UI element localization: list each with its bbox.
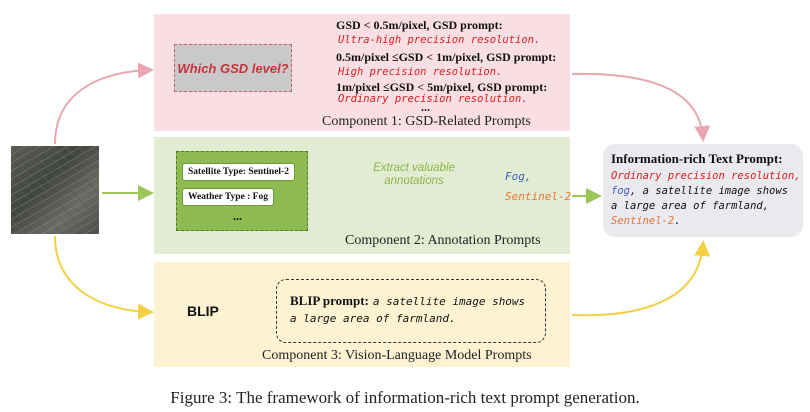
information-rich-prompt-box: Information-rich Text Prompt: Ordinary p…: [603, 144, 803, 237]
result-line-4: Sentinel-2.: [611, 215, 795, 227]
result-line-3: a large area of farmland,: [611, 200, 770, 212]
annotation-output-sentinel: Sentinel-2: [505, 190, 572, 203]
result-fog: fog: [611, 185, 630, 197]
arrow-c3-to-result: [571, 240, 711, 317]
extract-annotations-label: Extract valuable annotations: [373, 162, 455, 187]
result-line-1: Ordinary precision resolution,: [611, 170, 801, 182]
gsd-prompt-2: High precision resolution.: [338, 66, 503, 78]
blip-prompt-box: [276, 279, 546, 343]
blip-model-label: BLIP: [187, 303, 219, 319]
gsd-prompt-1: Ultra-high precision resolution.: [338, 34, 541, 46]
gsd-condition-1: GSD < 0.5m/pixel, GSD prompt:: [336, 18, 503, 32]
blip-prompt-text-2: a large area of farmland.: [290, 312, 456, 325]
annotation-weather-type: Weather Type : Fog: [182, 188, 274, 206]
gsd-condition-2: 0.5m/pixel ≤GSD < 1m/pixel, GSD prompt:: [336, 50, 557, 64]
figure-caption: Figure 3: The framework of information-r…: [170, 388, 640, 407]
blip-prompt-line-1: BLIP prompt: a satellite image shows: [290, 292, 525, 310]
component-1-title: Component 1: GSD-Related Prompts: [322, 114, 531, 129]
result-line-2-rest: , a satellite image shows: [629, 185, 789, 197]
arrow-image-to-c1: [54, 62, 154, 145]
gsd-question-label: Which GSD level?: [177, 60, 289, 76]
gsd-question-box: Which GSD level?: [174, 44, 292, 92]
blip-prompt-head: BLIP prompt:: [290, 293, 369, 308]
component-2-title: Component 2: Annotation Prompts: [345, 233, 541, 248]
result-line-2: fog, a satellite image shows: [611, 185, 795, 197]
gsd-ellipsis: ...: [421, 100, 430, 114]
result-title: Information-rich Text Prompt:: [611, 151, 783, 166]
result-end: .: [674, 215, 681, 227]
gsd-condition-3: 1m/pixel ≤GSD < 5m/pixel, GSD prompt:: [336, 80, 548, 94]
component-3-title: Component 3: Vision-Language Model Promp…: [262, 348, 532, 363]
annotation-ellipsis: ...: [233, 209, 242, 223]
annotation-satellite-type: Satellite Type: Sentinel-2: [182, 163, 295, 181]
satellite-image: [11, 146, 99, 234]
arrow-c1-to-result: [571, 72, 711, 142]
arrow-image-to-c3: [54, 235, 154, 320]
gsd-prompt-3: Ordinary precision resolution.: [338, 93, 528, 105]
blip-prompt-text-1: a satellite image shows: [372, 295, 526, 308]
result-sentinel: Sentinel-2: [611, 215, 675, 227]
annotation-output-fog: Fog,: [505, 170, 532, 183]
